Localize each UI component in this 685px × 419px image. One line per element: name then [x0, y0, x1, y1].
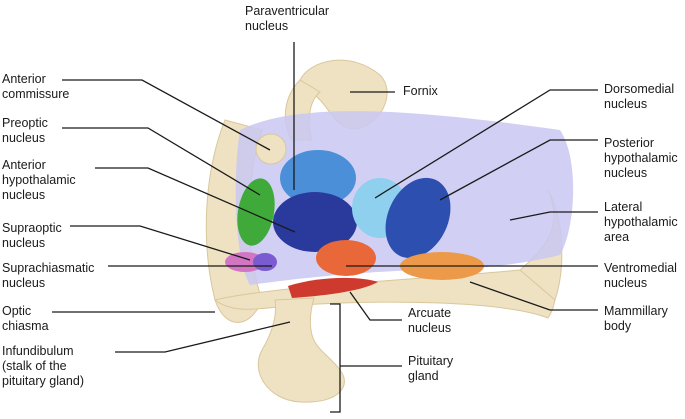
- leader-anterior-commissure: [62, 79, 271, 151]
- leader-anterior-hypothalamic: [95, 167, 296, 233]
- pituitary-bracket: [330, 303, 341, 413]
- label-fornix: Fornix: [403, 84, 438, 98]
- label-arcuate-nucleus: Arcuate nucleus: [408, 306, 452, 335]
- label-infundibulum: Infundibulum (stalk of the pituitary gla…: [2, 344, 84, 388]
- preoptic-nucleus-shape: [237, 178, 275, 246]
- label-optic-chiasma: Optic chiasma: [2, 304, 49, 333]
- label-suprachiasmatic-nucleus: Suprachiasmatic nucleus: [2, 261, 95, 290]
- paraventricular-nucleus-shape: [280, 150, 356, 206]
- ventromedial-nucleus-shape: [316, 240, 376, 276]
- label-preoptic-nucleus: Preoptic nucleus: [2, 116, 48, 145]
- leader-lateral-hypothalamic: [509, 211, 598, 221]
- label-anterior-hypothalamic-nucleus: Anterior hypothalamic nucleus: [2, 158, 76, 202]
- anterior-commissure-shape: [255, 133, 287, 165]
- label-mammillary-body: Mammillary body: [604, 304, 668, 333]
- leader-dorsomedial: [374, 89, 598, 199]
- label-pituitary-gland: Pituitary gland: [408, 354, 454, 383]
- suprachiasmatic-nucleus-shape: [253, 253, 277, 271]
- label-anterior-commissure: Anterior commissure: [2, 72, 70, 101]
- label-ventromedial-nucleus: Ventromedial nucleus: [604, 261, 677, 290]
- leader-mammillary: [469, 281, 598, 311]
- label-dorsomedial-nucleus: Dorsomedial nucleus: [604, 82, 675, 111]
- leader-arcuate: [349, 291, 402, 321]
- posterior-hypothalamic-nucleus-shape: [385, 177, 451, 259]
- leader-supraoptic: [70, 225, 251, 261]
- supraoptic-nucleus-shape: [225, 252, 265, 272]
- leader-posterior-hypothalamic: [439, 139, 598, 201]
- leader-lines: [52, 42, 598, 413]
- nuclei: [225, 150, 484, 298]
- label-lateral-hypothalamic-area: Lateral hypothalamic area: [604, 200, 678, 244]
- leader-infundibulum: [115, 321, 291, 353]
- label-paraventricular-nucleus: Paraventricular nucleus: [245, 4, 330, 33]
- anterior-hypothalamic-nucleus-shape: [273, 192, 357, 252]
- label-supraoptic-nucleus: Supraoptic nucleus: [2, 221, 62, 250]
- arcuate-nucleus-shape: [288, 277, 378, 298]
- label-posterior-hypothalamic-nucleus: Posterior hypothalamic nucleus: [604, 136, 678, 180]
- leader-preoptic: [62, 127, 261, 196]
